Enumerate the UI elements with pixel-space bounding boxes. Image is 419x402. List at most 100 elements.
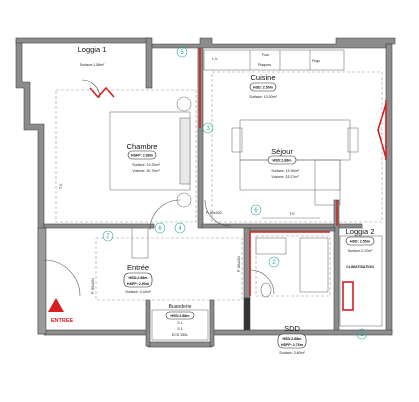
sdd-hsd: HSD:2.88m (283, 337, 302, 341)
sdd-sink (255, 237, 287, 255)
window-loggia1 (89, 86, 115, 99)
sdd-shower (299, 237, 329, 293)
entree-label: ENTREE (51, 318, 74, 324)
wall-buanderie-left (145, 299, 151, 347)
marker-5 (176, 46, 188, 58)
loggia2-clim-unit (342, 281, 354, 311)
marker-label-2: 2 (272, 260, 276, 266)
loggia2-note: CLIMATISATION (346, 265, 374, 269)
marker-3 (202, 122, 214, 134)
wall-bottom-left (43, 329, 149, 336)
wall-loggia1-right (145, 37, 153, 89)
entree-ceiling-zone (95, 237, 243, 301)
entree-arrow-icon (48, 298, 64, 312)
door-swing-chambre (149, 199, 181, 231)
marker-label-6b: 6 (254, 208, 258, 214)
marker-6a (154, 222, 166, 234)
chambre-ceiling-zone (55, 89, 197, 223)
walls (15, 37, 396, 348)
wall-buanderie-right (209, 299, 215, 347)
markers (102, 46, 368, 340)
sejour-surface: Surface: 15.90m² (271, 169, 299, 173)
room-name-chambre: Chambre (127, 142, 158, 151)
wall-right (385, 43, 393, 335)
room-labels: Loggia 1 Surface:1.58m² Cuisine HSD: 2.5… (78, 45, 375, 355)
door-label-sdd: P. 80x204 (237, 256, 241, 272)
wall-loggia1-top (15, 37, 152, 44)
marker-label-7: 7 (106, 234, 110, 240)
pill-chambre (127, 150, 157, 160)
wall-sdd-left (243, 227, 251, 299)
door-swings (43, 79, 275, 297)
room-name-entree: Entrée (127, 263, 149, 272)
wall-entree-top (43, 223, 155, 229)
red-elements (89, 48, 387, 311)
marker-label-6a: 6 (158, 226, 162, 232)
entree-hsfp: HSFP: 2.50m (127, 282, 149, 286)
chambre-volume: Volume: 30.70m³ (132, 169, 160, 173)
marker-1 (356, 328, 368, 340)
dining-table (239, 119, 351, 161)
buanderie-unit (151, 309, 209, 341)
marker-label-4: 4 (178, 226, 182, 232)
door-label-main: P. 80x202 (206, 211, 222, 215)
sejour-hsd: HSD:2.88m (273, 159, 292, 163)
loggia2-surface: Surface:2.22m² (348, 249, 373, 253)
cuisine-surface: Surface: 13.00m² (249, 95, 277, 99)
furniture (109, 49, 383, 341)
marker-label-5: 5 (180, 50, 184, 56)
sdd-hsfp: HSFP: 2.76m (281, 343, 303, 347)
door-label-entree: P. 80x204 (91, 278, 95, 294)
door-swing-sejour (204, 199, 232, 227)
marker-7 (102, 230, 114, 242)
entree-hsd: HSD:2.88m (129, 276, 148, 280)
pill-sejour (267, 155, 297, 165)
room-name-loggia1: Loggia 1 (78, 45, 107, 54)
room-name-buanderie: Buanderie (169, 304, 192, 310)
door-swing-loggia1 (81, 79, 101, 99)
pill-sdd (277, 333, 307, 349)
room-name-sdd: SDD (284, 324, 300, 333)
chambre-surface: Surface: 10.30m² (132, 163, 160, 167)
kitchen-label-lv: L.V. (212, 57, 218, 61)
nightstand-lamp-top (176, 96, 192, 112)
wall-bottom-buanderie (147, 341, 213, 348)
loggia2-area (339, 235, 383, 327)
marker-4 (174, 222, 186, 234)
wall-column (243, 297, 251, 331)
pill-cuisine (249, 82, 277, 92)
sdd-surface: Surface: 3.80m² (279, 351, 305, 355)
entree-cabinet (131, 227, 149, 259)
marker-label-3: 3 (206, 126, 210, 132)
chambre-hsfp: HSFP: 2.88m (131, 154, 153, 158)
tv-label-sejour: T.V. (289, 212, 295, 216)
room-name-cuisine: Cuisine (250, 73, 275, 82)
room-name-sejour: Séjour (271, 147, 293, 156)
cuisine-hsd: HSD: 2.50m (253, 86, 273, 90)
marker-label-1: 1 (360, 332, 364, 338)
loggia2-hsd: HSD: 2.50m (350, 240, 370, 244)
sejour-volume: Volume: 33.27m³ (271, 175, 299, 179)
buanderie-line-3: ECS 150L (172, 333, 188, 337)
wall-entry-pillar (37, 227, 47, 335)
loggia1-surface: Surface:1.58m² (80, 63, 105, 67)
wall-top (151, 37, 396, 49)
door-swing-entree (43, 259, 81, 297)
pill-buanderie (165, 311, 195, 320)
info-pills (123, 82, 375, 349)
marker-numbers: 5 3 6 4 6 7 2 1 (106, 50, 364, 338)
buanderie-hsd: HSD:2.88m (171, 314, 190, 318)
pill-loggia2 (345, 236, 375, 246)
cuisine-ceiling-zone (211, 71, 383, 223)
sdd-ceiling-zone (255, 235, 331, 297)
tv-label-chambre: T.V. (59, 183, 63, 189)
door-swing-sdd (249, 269, 275, 295)
misc-labels: L.V. Four Plaques Frigo T.V. P. 80x202 T… (51, 53, 320, 324)
wall-sdd-top (249, 227, 336, 232)
marker-2 (268, 256, 280, 268)
kitchen-label-plaques: Plaques (258, 63, 271, 67)
kitchen-counter (203, 49, 345, 71)
dashed-lines (55, 71, 383, 301)
buanderie-line-1: S.L (177, 321, 182, 325)
